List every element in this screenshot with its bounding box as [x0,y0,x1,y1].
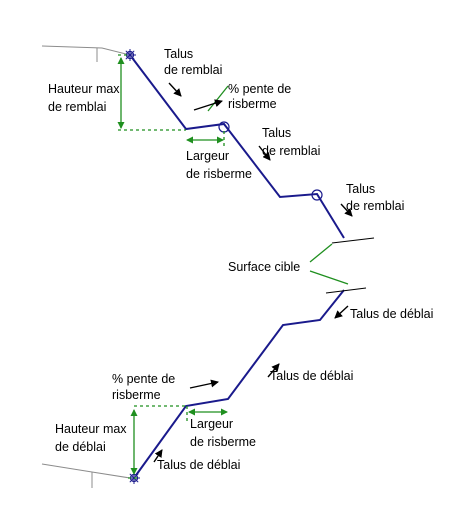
label-talus-remblai-1: Talus de remblai [164,47,222,77]
top-roadway-edge [41,45,131,56]
label-hauteur-max-deblai: Hauteur max de déblai [55,422,130,454]
target-surface-cut [325,287,367,294]
arrow-icon [153,449,163,463]
arrow-icon [189,379,219,389]
arrow-icon [334,305,349,319]
label-talus-remblai-2: Talus de remblai [262,126,320,158]
label-talus-deblai-1: Talus de déblai [350,307,433,321]
label-largeur-risberme-top: Largeur de risberme [186,149,252,181]
circle-marker-icon [311,189,323,201]
fill-slope-profile [129,54,345,239]
target-surface-leader-bottom [309,270,349,285]
target-surface-leader-top [309,243,333,263]
arrow-icon [340,203,353,217]
label-talus-deblai-2: Talus de déblai [270,369,353,383]
target-surface-fill [331,237,375,244]
arrow-icon [168,82,182,97]
label-surface-cible: Surface cible [228,260,300,274]
arrow-icon [193,99,223,111]
label-pente-risberme-top: % pente de risberme [228,82,295,111]
label-hauteur-max-remblai: Hauteur max de remblai [48,82,123,114]
label-pente-risberme-bottom: % pente de risberme [112,372,179,402]
bottom-roadway-edge [41,463,131,479]
label-talus-deblai-3: Talus de déblai [157,458,240,472]
arrow-icon [267,363,280,378]
label-talus-remblai-3: Talus de remblai [346,182,404,213]
cut-slope-profile [133,289,345,479]
label-largeur-risberme-bottom: Largeur de risberme [190,417,256,449]
arrow-icon [258,145,271,161]
fill-bench-slope-leader [207,85,229,112]
